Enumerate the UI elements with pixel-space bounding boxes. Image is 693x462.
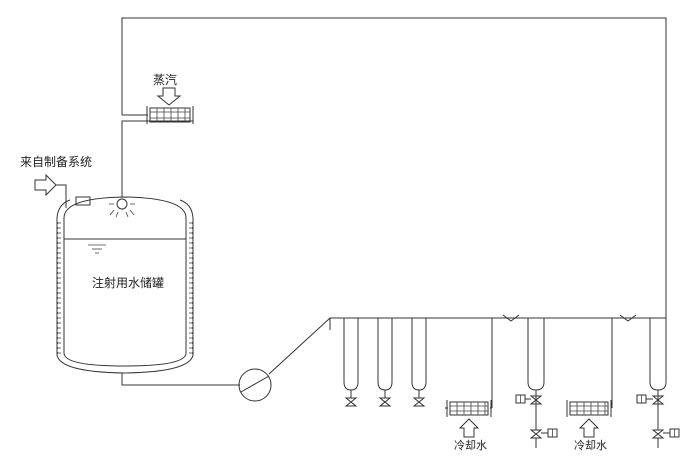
cooling-heat-exchanger-1 (446, 400, 492, 417)
check-valve-2-icon (619, 314, 637, 322)
cooling-heat-exchanger-2 (566, 400, 612, 417)
pump-suction-pipe (121, 373, 240, 386)
tank-label: 注射用水储罐 (92, 275, 164, 290)
feed-arrow-icon (34, 173, 67, 208)
pump-icon (238, 368, 272, 402)
storage-tank (56, 196, 194, 374)
cooled-use-point-1 (445, 318, 558, 448)
cooling-water-2-arrow-icon (578, 418, 600, 438)
use-point-3 (411, 318, 427, 407)
steam-heat-exchanger (146, 106, 194, 124)
check-valve-1-icon (502, 314, 520, 322)
spray-ball-icon (109, 198, 135, 218)
use-point-2 (362, 317, 393, 407)
tank-nozzle (75, 196, 91, 206)
cooling-water-1-label: 冷却水 (454, 439, 487, 452)
steam-label: 蒸汽 (153, 72, 177, 87)
cooled-use-point-2 (611, 318, 680, 448)
cooling-water-2-label: 冷却水 (574, 439, 607, 452)
use-point-1 (329, 318, 359, 407)
feed-source-label: 来自制备系统 (20, 155, 92, 169)
steam-arrow-icon (156, 87, 182, 106)
loop-pipe (121, 17, 667, 375)
cooling-water-1-arrow-icon (458, 418, 480, 438)
